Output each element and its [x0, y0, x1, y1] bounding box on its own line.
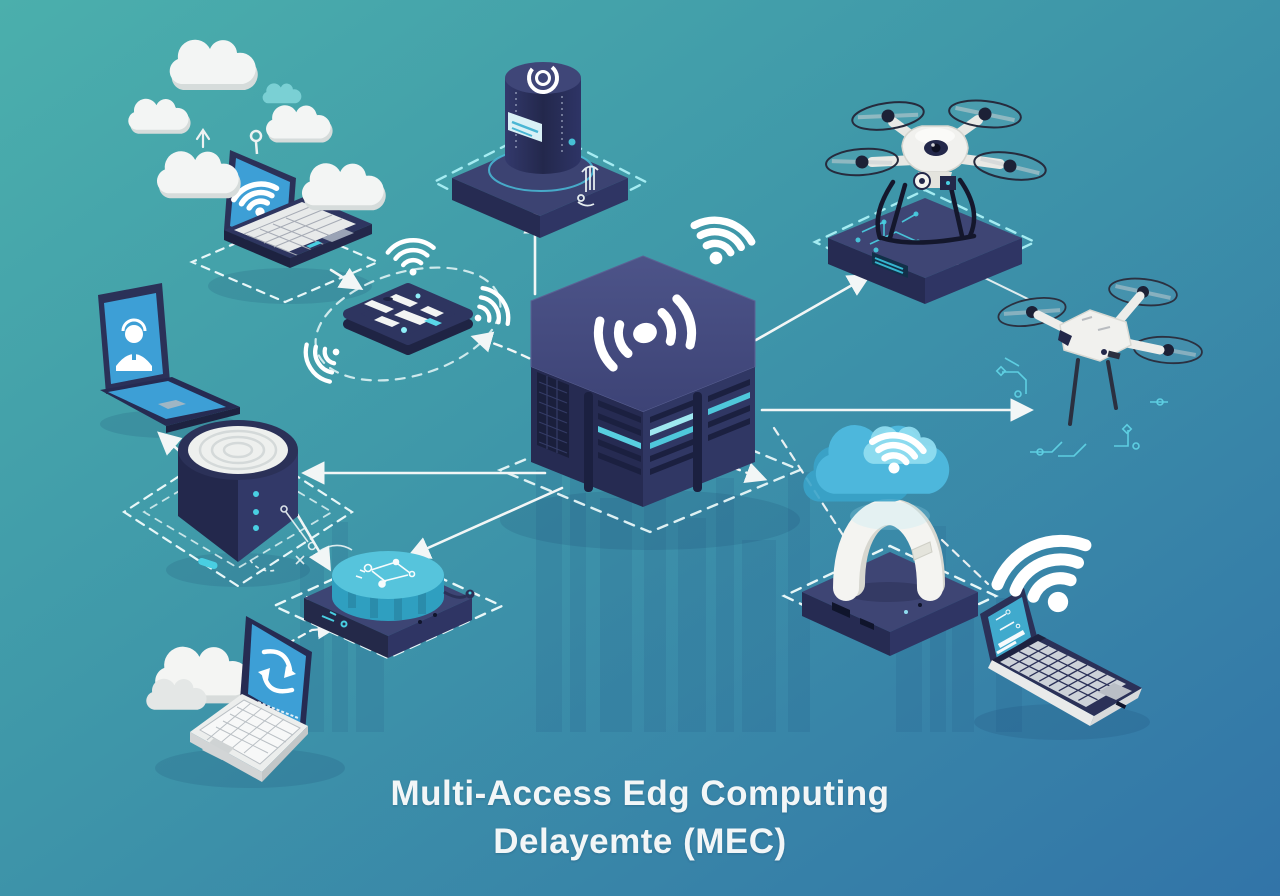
- diagram-title: Multi-Access Edg Computing Delayemte (ME…: [0, 770, 1280, 866]
- rack-slats-se: [650, 400, 693, 475]
- canister-top: [188, 426, 288, 474]
- rack-slats-sw: [598, 400, 641, 475]
- rack-rail-2: [693, 392, 702, 492]
- screen-doodles: [995, 609, 1026, 655]
- caption-squiggle: [257, 701, 299, 719]
- cylinder-top: [505, 62, 581, 94]
- link-server-to-router-dashed: [470, 331, 558, 374]
- cyl-platform-left: [452, 178, 540, 238]
- link-laptop-to-router: [329, 267, 364, 291]
- link-server-to-arch-dashed: [688, 450, 768, 483]
- drone-on-pad: [825, 99, 1047, 245]
- link-server-to-disc: [406, 486, 564, 559]
- circuit-doodles: [995, 357, 1168, 457]
- smart-hub-node: [178, 420, 353, 572]
- link-arch-to-laptop: [940, 538, 990, 586]
- canister-outline-inner: [142, 454, 334, 570]
- doodle-glyph: [577, 165, 599, 207]
- doodle-swirls: [249, 505, 353, 572]
- laptop-br-rim-front: [988, 660, 1094, 726]
- laptop-tl-trackpad: [322, 229, 354, 242]
- gateway-arch-node: [802, 425, 978, 656]
- disc-antenna: [443, 590, 467, 599]
- vent-grid: [537, 372, 569, 458]
- disc-platform-right: [388, 598, 472, 658]
- pad-left: [828, 238, 925, 304]
- upload-arrow-icon: [195, 128, 211, 149]
- laptop-tl-front-left: [224, 230, 290, 268]
- link-server-to-dronepad: [754, 274, 872, 342]
- canister-teal-pill: [198, 557, 218, 569]
- laptop-user-base-edge: [166, 407, 240, 433]
- rack-rail-1: [584, 392, 593, 492]
- laptop-br-trackpad: [1098, 683, 1132, 700]
- title-line-1: Multi-Access Edg Computing: [390, 774, 890, 813]
- laptop-user-node: [98, 283, 240, 433]
- disc-top: [332, 551, 444, 599]
- disc-platform-outline: [271, 552, 505, 660]
- laptop-cloud-node: [128, 39, 386, 268]
- laptop-antenna: [254, 141, 259, 155]
- sync-arrows-icon: [258, 649, 296, 694]
- arch-platform-right: [890, 592, 978, 656]
- rotor-2: [948, 99, 1022, 129]
- mec-server-node: [530, 255, 756, 507]
- fd-rotor-2: [1108, 277, 1178, 307]
- laptop-br-hinge: [992, 634, 1046, 664]
- drone-pad-node: [825, 99, 1047, 304]
- cloud-cluster: [128, 39, 386, 211]
- canister-leds: [253, 491, 259, 531]
- flying-drone-body: [1059, 309, 1132, 362]
- flying-drone-node: [995, 277, 1203, 457]
- link-canister-to-disc: [295, 512, 331, 572]
- laptop-bl-screen: [248, 624, 306, 724]
- laptop-br-screen: [988, 597, 1031, 659]
- rotor-1: [851, 101, 925, 131]
- rotor-4: [973, 151, 1047, 181]
- rack-slats-se2: [708, 379, 750, 441]
- canister-outline-outer: [121, 436, 355, 588]
- laptop-br-rim-right: [1090, 688, 1142, 726]
- arch-platform-left: [802, 592, 890, 656]
- disc-platform-left: [304, 598, 388, 658]
- speaker-rings-icon: [198, 429, 278, 471]
- edge-cylinder-node: [452, 62, 628, 238]
- laptop-tl-teal-pill: [306, 241, 322, 248]
- laptop-tl-outline: [189, 220, 381, 304]
- laptop-user-trackpad: [158, 400, 186, 409]
- arch-label-slot: [911, 541, 933, 561]
- pad-right: [925, 238, 1022, 304]
- data-disc-node: [304, 551, 475, 658]
- laptop-tl-keys: [234, 202, 356, 252]
- wifi-icon-hexagon: [593, 294, 697, 372]
- link-server-arch-feed: [772, 426, 852, 548]
- laptop-wifi-node: [980, 588, 1142, 726]
- laptop-transfer-node: [146, 616, 312, 782]
- status-dots: [515, 92, 563, 152]
- laptop-user-base-top: [108, 381, 226, 419]
- block-pattern: [364, 294, 444, 327]
- antenna-tip: [249, 129, 263, 143]
- laptop-bl-keys: [199, 699, 301, 765]
- router-pad-node: [299, 238, 515, 386]
- platform-glyphs: [321, 611, 348, 628]
- cyl-platform-right: [540, 178, 628, 238]
- rotor-3: [825, 147, 899, 177]
- cloud-glow: [850, 502, 930, 530]
- circuit-nodes-icon: [355, 558, 416, 588]
- title-line-2: Delayemte (MEC): [493, 822, 787, 861]
- laptop-tl-front-right: [290, 224, 372, 268]
- user-headset-icon: [116, 318, 152, 371]
- laptop-bl-front: [190, 732, 262, 782]
